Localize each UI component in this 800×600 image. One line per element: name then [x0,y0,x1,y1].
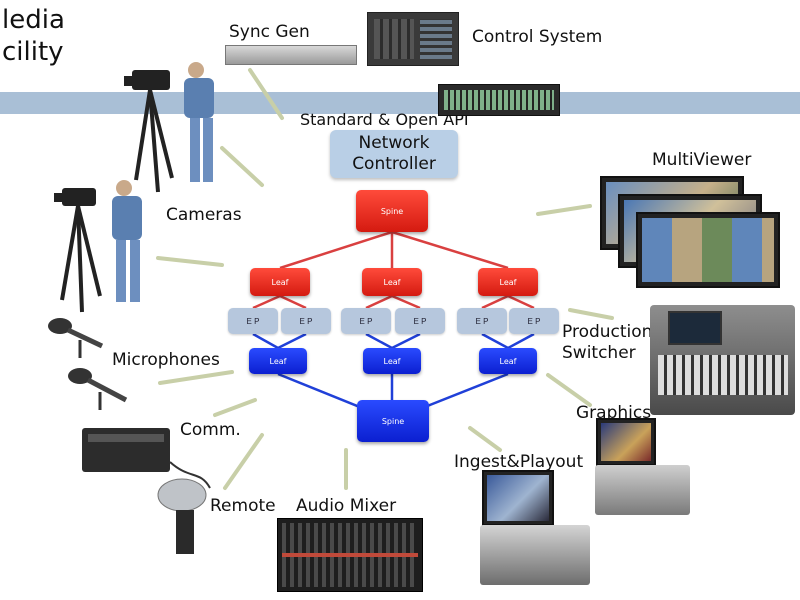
label-sync-gen: Sync Gen [229,22,310,42]
router-panel [438,84,560,116]
label-remote: Remote [210,496,276,516]
ep-5: E P [457,308,507,334]
label-production-switcher-line-2: Switcher [562,343,636,363]
production-switcher-device [650,305,795,415]
ep-4: E P [395,308,445,334]
ingest-playout-console [480,525,590,585]
label-production-switcher-line-1: Production [562,322,653,342]
label-ingest-playout: Ingest&Playout [454,452,584,472]
sync-gen-device [225,45,357,65]
control-system-panel [367,12,459,66]
network-controller-line-2: Controller [352,154,436,174]
microphone-1 [48,318,104,358]
page-title: ledia cility [2,4,65,68]
api-label: Standard & Open API [300,110,469,129]
audio-mixer-device [277,518,423,592]
ep-1: E P [228,308,278,334]
microphone-2 [68,368,128,410]
camera-1 [124,70,174,193]
graphics-device [596,418,656,466]
graphics-console [595,465,690,515]
label-audio-mixer: Audio Mixer [296,496,397,516]
label-comm: Comm. [180,420,241,440]
ep-6: E P [509,308,559,334]
leaf-blue-3: Leaf [479,348,537,374]
spine-bottom: Spine [357,400,429,442]
camera-2 [54,188,102,313]
leaf-red-2: Leaf [362,268,422,296]
comm-device [82,428,211,489]
satellite-dish [157,478,207,554]
label-multiviewer: MultiViewer [652,150,752,170]
leaf-blue-2: Leaf [363,348,421,374]
operator-1 [184,62,214,182]
label-microphones: Microphones [112,350,220,370]
network-controller: Network Controller [330,130,458,178]
ep-3: E P [341,308,391,334]
operator-2 [112,180,142,302]
leaf-red-3: Leaf [478,268,538,296]
multiviewer-monitor-3 [636,212,780,288]
spine-top: Spine [356,190,428,232]
label-cameras: Cameras [166,205,242,225]
network-controller-line-1: Network [358,133,430,153]
title-line-2: cility [2,37,64,67]
title-line-1: ledia [2,5,65,35]
leaf-red-1: Leaf [250,268,310,296]
ingest-playout-monitor [482,470,554,526]
label-control-system: Control System [472,27,603,47]
leaf-blue-1: Leaf [249,348,307,374]
label-production-switcher: Production Switcher [562,322,652,364]
ep-2: E P [281,308,331,334]
